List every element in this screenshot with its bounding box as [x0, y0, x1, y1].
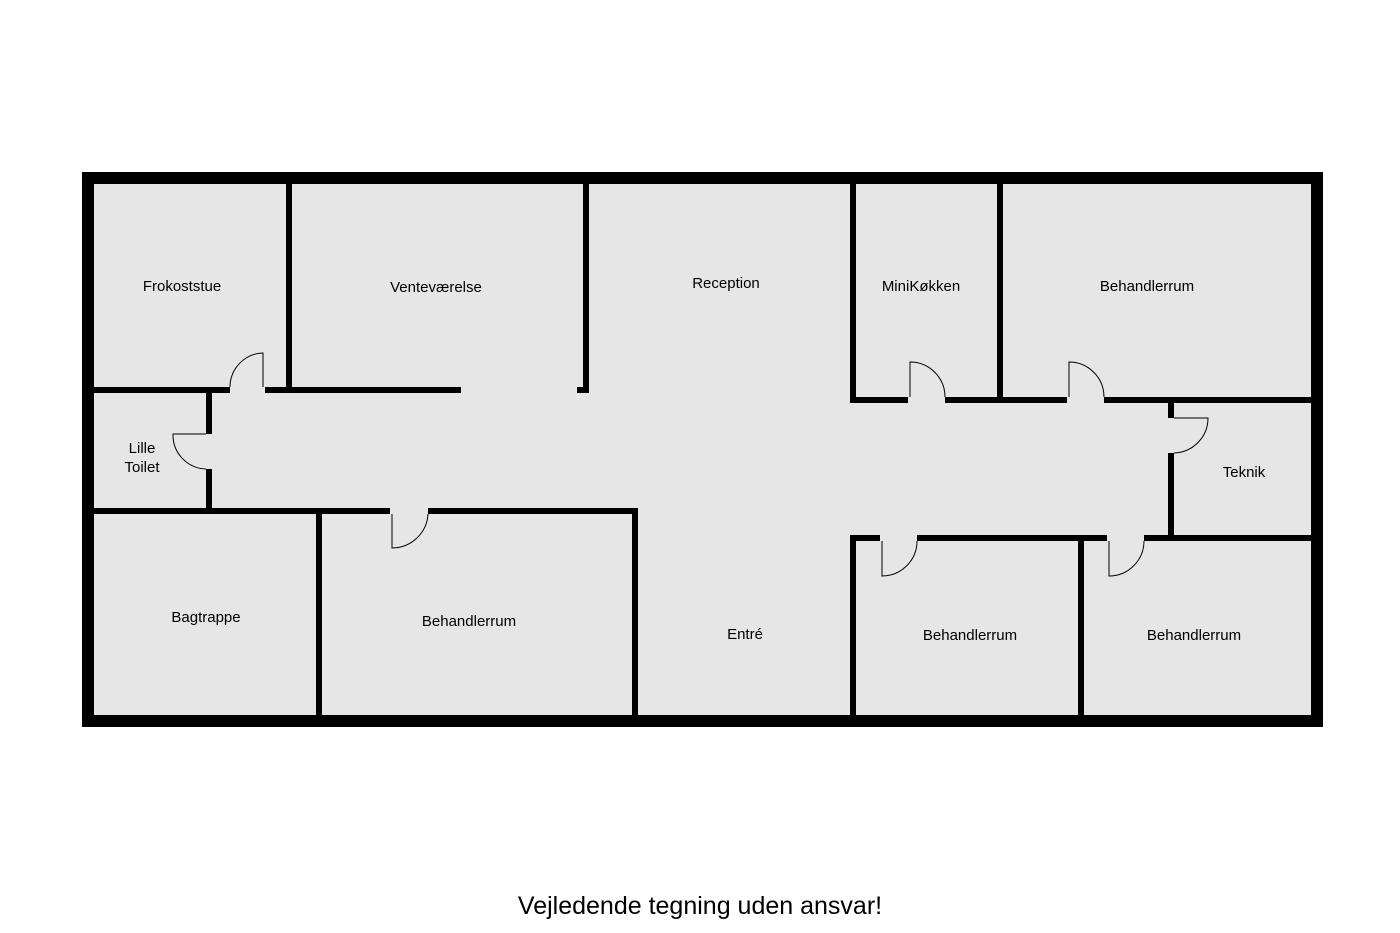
- door-behandlerrum-right: [1108, 540, 1145, 577]
- door-behandlerrum-left: [391, 513, 429, 549]
- room-ventevaerelse: Venteværelse: [390, 279, 482, 296]
- room-bagtrappe: Bagtrappe: [171, 609, 240, 626]
- door-frokoststue: [229, 352, 264, 388]
- room-entre: Entré: [727, 626, 763, 643]
- room-behandlerrum-right: Behandlerrum: [1147, 627, 1241, 644]
- room-behandlerrum-top: Behandlerrum: [1100, 278, 1194, 295]
- door-teknik: [1173, 417, 1209, 454]
- room-lille-toilet-line2: Toilet: [124, 459, 160, 476]
- door-behandlerrum-mid: [881, 540, 918, 577]
- room-behandlerrum-left: Behandlerrum: [422, 613, 516, 630]
- doors: [172, 352, 1209, 577]
- room-teknik: Teknik: [1223, 464, 1266, 481]
- interior-walls: [94, 184, 1311, 715]
- door-minikokken: [909, 361, 946, 398]
- room-minikokken: MiniKøkken: [882, 278, 960, 295]
- room-lille-toilet-line1: Lille: [129, 440, 156, 457]
- door-lille-toilet: [172, 433, 207, 470]
- floor: [94, 184, 1311, 715]
- room-frokoststue: Frokoststue: [143, 278, 221, 295]
- room-reception: Reception: [692, 275, 760, 292]
- door-behandlerrum-top: [1068, 361, 1105, 398]
- room-behandlerrum-mid: Behandlerrum: [923, 627, 1017, 644]
- disclaimer-footer: Vejledende tegning uden ansvar!: [517, 892, 883, 920]
